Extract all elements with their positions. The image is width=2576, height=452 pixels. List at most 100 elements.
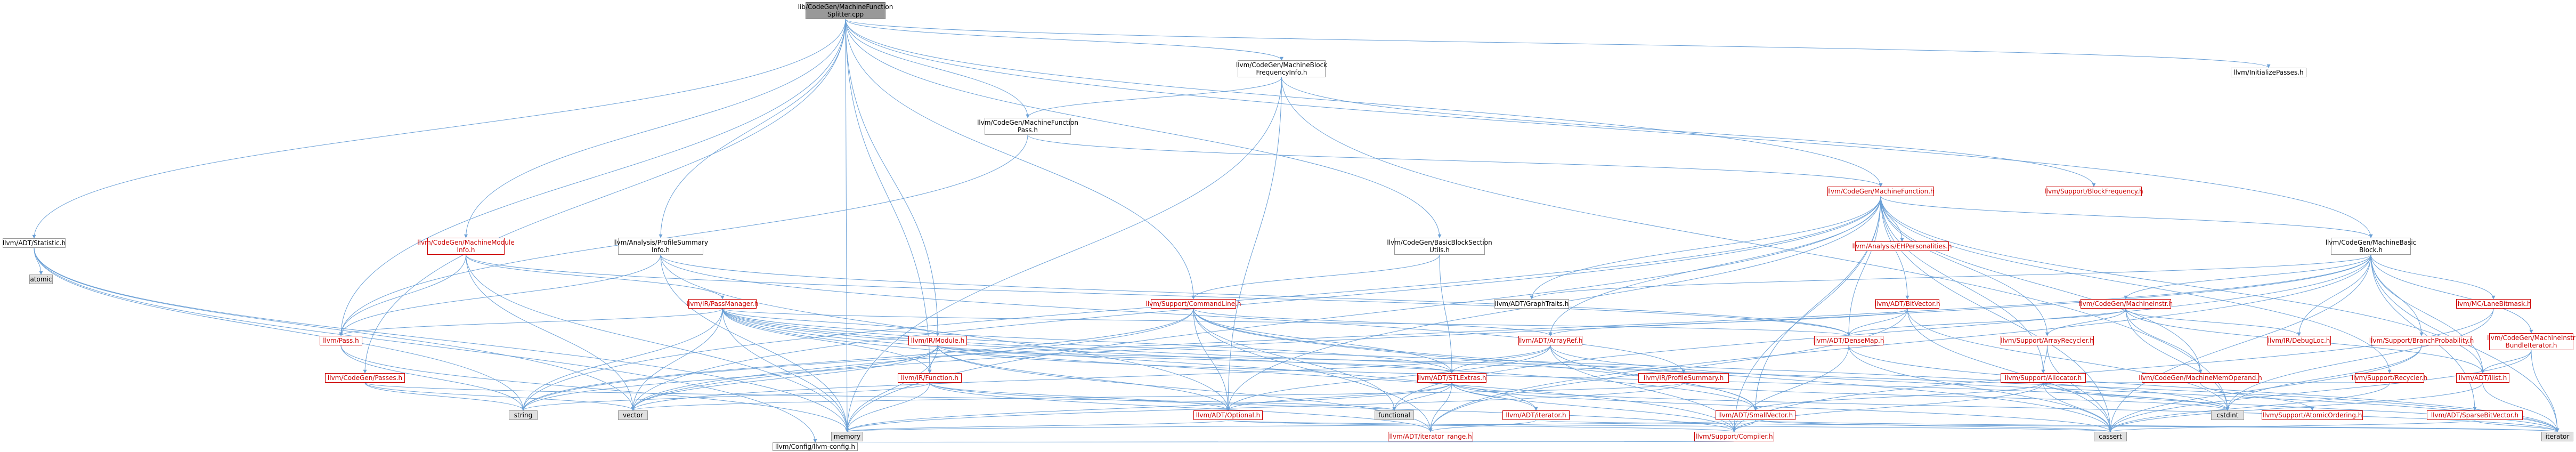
edge-machineinstr-to-densemap (1847, 308, 2126, 336)
node-pass-manager[interactable]: llvm/IR/PassManager.h (686, 299, 759, 309)
edge-passmanager-to-compiler (722, 308, 1736, 432)
node-adt-statistic[interactable]: llvm/ADT/Statistic.h (2, 238, 66, 248)
edge-smallvector-to-memory (846, 419, 1756, 432)
node-compiler[interactable]: llvm/Support/Compiler.h (1694, 432, 1774, 441)
node-graph-traits[interactable]: llvm/ADT/GraphTraits.h (1494, 299, 1569, 309)
node-optional[interactable]: llvm/ADT/Optional.h (1193, 410, 1263, 420)
node-machine-block-frequency-info[interactable]: llvm/CodeGen/MachineBlock FrequencyInfo.… (1236, 60, 1328, 77)
edge-arrayref-to-stlextras (1450, 345, 1551, 374)
edge-root-to-memory (845, 19, 849, 432)
node-array-ref[interactable]: llvm/ADT/ArrayRef.h (1518, 336, 1583, 345)
edge-pass-to-memory (340, 345, 849, 432)
edge-mf-to-arrayrecycler (1880, 196, 2049, 336)
node-bit-vector[interactable]: llvm/ADT/BitVector.h (1874, 299, 1940, 309)
node-machine-basic-block[interactable]: llvm/CodeGen/MachineBasic Block.h (2325, 238, 2417, 255)
edge-passmanager-to-densemap (722, 308, 1850, 336)
edge-cmdline-to-stlextras (1193, 308, 1454, 374)
node-block-frequency[interactable]: llvm/Support/BlockFrequency.h (2044, 187, 2143, 196)
edge-passmanager-to-vector (631, 308, 723, 411)
node-machine-mem-operand[interactable]: llvm/CodeGen/MachineMemOperand.h (2139, 373, 2262, 383)
edge-pass-to-string (340, 345, 525, 411)
edge-mf-to-cassert (1880, 196, 2112, 432)
node-machine-instr[interactable]: llvm/CodeGen/MachineInstr.h (2078, 299, 2173, 309)
edge-mbb-to-vector (631, 254, 2371, 411)
node-atomic-ordering[interactable]: llvm/Support/AtomicOrdering.h (2262, 410, 2363, 420)
edge-root-to-mf (845, 19, 1883, 187)
node-basic-block-section-utils[interactable]: llvm/CodeGen/BasicBlockSection Utils.h (1387, 238, 1492, 255)
edge-psi-to-optional (660, 254, 1230, 411)
node-ilist[interactable]: llvm/ADT/ilist.h (2456, 373, 2509, 383)
edge-arrayref-to-compiler (1550, 345, 1736, 432)
edge-bbsection-to-cmdline (1191, 254, 1440, 300)
edge-mbfi-to-mfpass (1026, 77, 1282, 118)
node-machine-instr-bundle-iterator[interactable]: llvm/CodeGen/MachineInstr BundleIterator… (2487, 333, 2575, 350)
node-recycler[interactable]: llvm/Support/Recycler.h (2351, 373, 2428, 383)
edge-densemap-to-cassert (1848, 345, 2112, 432)
edge-root-to-bbsection (845, 19, 1442, 238)
node-dense-map[interactable]: llvm/ADT/DenseMap.h (1813, 336, 1884, 345)
edge-adt_statistic-to-string (34, 247, 525, 411)
node-machine-function-pass[interactable]: llvm/CodeGen/MachineFunction Pass.h (977, 118, 1078, 135)
node-machine-function[interactable]: llvm/CodeGen/MachineFunction.h (1827, 187, 1935, 196)
edge-bbsection-to-stlextras (1439, 254, 1454, 374)
edge-bitvector-to-cstdint (1907, 308, 2230, 411)
node-pass[interactable]: llvm/Pass.h (320, 336, 362, 345)
node-ir-function[interactable]: llvm/IR/Function.h (898, 373, 962, 383)
node-sparse-bit-vector[interactable]: llvm/ADT/SparseBitVector.h (2427, 410, 2523, 420)
edge-smallvector-to-iterator (1755, 419, 2559, 432)
edge-stlextras-to-iterator_range (1428, 382, 1452, 432)
edge-allocator-to-cassert (2043, 382, 2112, 432)
node-initialize-passes[interactable]: llvm/InitializePasses.h (2231, 68, 2306, 77)
edge-mbfi-to-block_freq (1281, 77, 2096, 187)
node-array-recycler[interactable]: llvm/Support/ArrayRecycler.h (2001, 336, 2094, 345)
edge-mbb-to-debugloc (2297, 254, 2371, 336)
edge-stlextras-to-functional (1392, 382, 1452, 411)
edge-root-to-cmdline (845, 19, 1196, 300)
node-ir-module[interactable]: llvm/IR/Module.h (908, 336, 967, 345)
node-stl-extras[interactable]: llvm/ADT/STLExtras.h (1417, 373, 1486, 383)
edge-passmanager-to-string (521, 308, 723, 411)
edge-mf-to-allocator (1880, 196, 2045, 374)
edge-memoperand-to-atomicordering (2200, 382, 2314, 411)
node-lane-bitmask[interactable]: llvm/MC/LaneBitmask.h (2456, 299, 2531, 309)
edge-irfunction-to-string (521, 382, 930, 411)
edge-passmanager-to-adt_iterator (722, 308, 1538, 411)
node-profile-summary-info[interactable]: llvm/Analysis/ProfileSummary Info.h (613, 238, 709, 255)
node-debug-loc[interactable]: llvm/IR/DebugLoc.h (2267, 336, 2331, 345)
edge-branchprob-to-cassert (2108, 345, 2422, 432)
node-vector: vector (618, 410, 648, 420)
edge-mf-to-graphtraits (1530, 196, 1881, 300)
node-llvm-config[interactable]: llvm/Config/llvm-config.h (773, 442, 858, 451)
edge-irmodule-to-stlextras (937, 345, 1454, 374)
edge-mbb-to-branchprob (2370, 254, 2424, 336)
edge-mbb-to-cassert (2108, 254, 2371, 432)
edge-irfunction-to-compiler (929, 382, 1736, 432)
node-machine-module-info[interactable]: llvm/CodeGen/MachineModule Info.h (417, 238, 515, 255)
edge-mmi-to-pass (339, 254, 466, 336)
edge-mf-to-vector (631, 196, 1881, 411)
node-iterator: iterator (2541, 432, 2573, 441)
edge-root-to-psi (659, 19, 846, 238)
edge-irmodule-to-string (521, 345, 938, 411)
edge-cmdline-to-functional (1193, 308, 1396, 411)
node-codegen-passes[interactable]: llvm/CodeGen/Passes.h (325, 373, 405, 383)
node-allocator[interactable]: llvm/Support/Allocator.h (2001, 373, 2086, 383)
node-profile-summary[interactable]: llvm/IR/ProfileSummary.h (1638, 373, 1729, 383)
node-memory: memory (831, 432, 863, 441)
root-file-node: lib/CodeGen/MachineFunction Splitter.cpp (798, 2, 893, 19)
edge-mmi-to-memory (466, 254, 849, 432)
edge-irfunction-to-optional (929, 382, 1230, 411)
edge-stlextras-to-cassert (1451, 382, 2112, 432)
node-adt-iterator[interactable]: llvm/ADT/iterator.h (1502, 410, 1570, 420)
edge-allocator-to-compiler (1732, 382, 2044, 432)
edge-root-to-adt_statistic (32, 19, 846, 239)
edge-mbfi-to-optional (1226, 77, 1282, 411)
node-command-line[interactable]: llvm/Support/CommandLine.h (1145, 299, 1241, 309)
edge-optional-to-compiler (1228, 419, 1736, 432)
edge-ilist-to-cassert (2108, 382, 2483, 432)
node-branch-probability[interactable]: llvm/Support/BranchProbability.h (2369, 336, 2474, 345)
node-eh-personalities[interactable]: llvm/Analysis/EHPersonalities.h (1852, 241, 1952, 251)
edge-mbb-to-machineinstr (2124, 254, 2371, 300)
node-iterator-range[interactable]: llvm/ADT/iterator_range.h (1388, 432, 1473, 441)
node-small-vector[interactable]: llvm/ADT/SmallVector.h (1716, 410, 1795, 420)
